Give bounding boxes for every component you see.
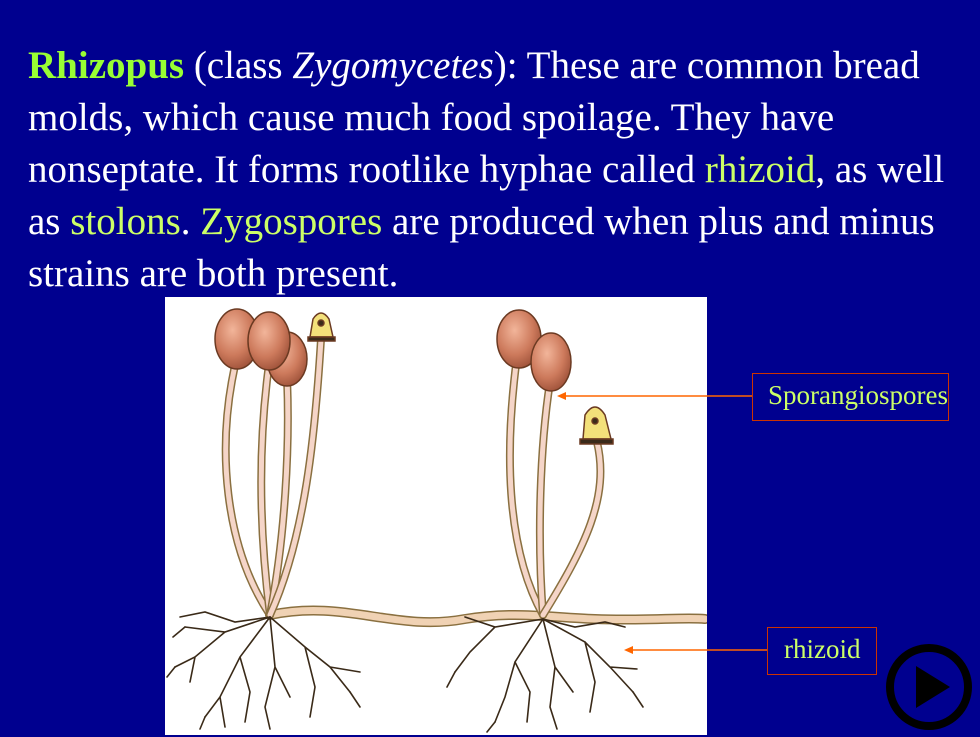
para-text: are produced when plus and minus strains… bbox=[28, 200, 935, 295]
term-zygospores: Zygospores bbox=[200, 200, 383, 243]
term-rhizoid: rhizoid bbox=[704, 148, 816, 191]
rhizoid-label: rhizoid bbox=[767, 627, 878, 675]
rhizopus-illustration bbox=[165, 297, 707, 735]
right-sporangiophores bbox=[505, 353, 605, 619]
left-rhizoids bbox=[166, 611, 361, 730]
title-term: Rhizopus bbox=[28, 44, 185, 87]
slide-paragraph: Rhizopus (class Zygomycetes): These are … bbox=[28, 40, 963, 300]
class-name: Zygomycetes bbox=[292, 44, 494, 87]
left-sporangia bbox=[214, 308, 336, 387]
left-sporangiophores bbox=[221, 335, 325, 619]
sporangiospores-label: Sporangiospores bbox=[752, 373, 949, 421]
right-sporangia bbox=[496, 309, 614, 445]
para-text: . bbox=[180, 200, 201, 243]
term-stolons: stolons bbox=[70, 200, 181, 243]
right-rhizoids bbox=[446, 616, 644, 733]
para-text: , as well as bbox=[28, 148, 945, 243]
play-button-icon bbox=[886, 644, 972, 730]
para-text: (class bbox=[184, 44, 293, 87]
para-text: ): These are common bread molds, which c… bbox=[28, 44, 920, 191]
play-button[interactable] bbox=[884, 642, 974, 732]
